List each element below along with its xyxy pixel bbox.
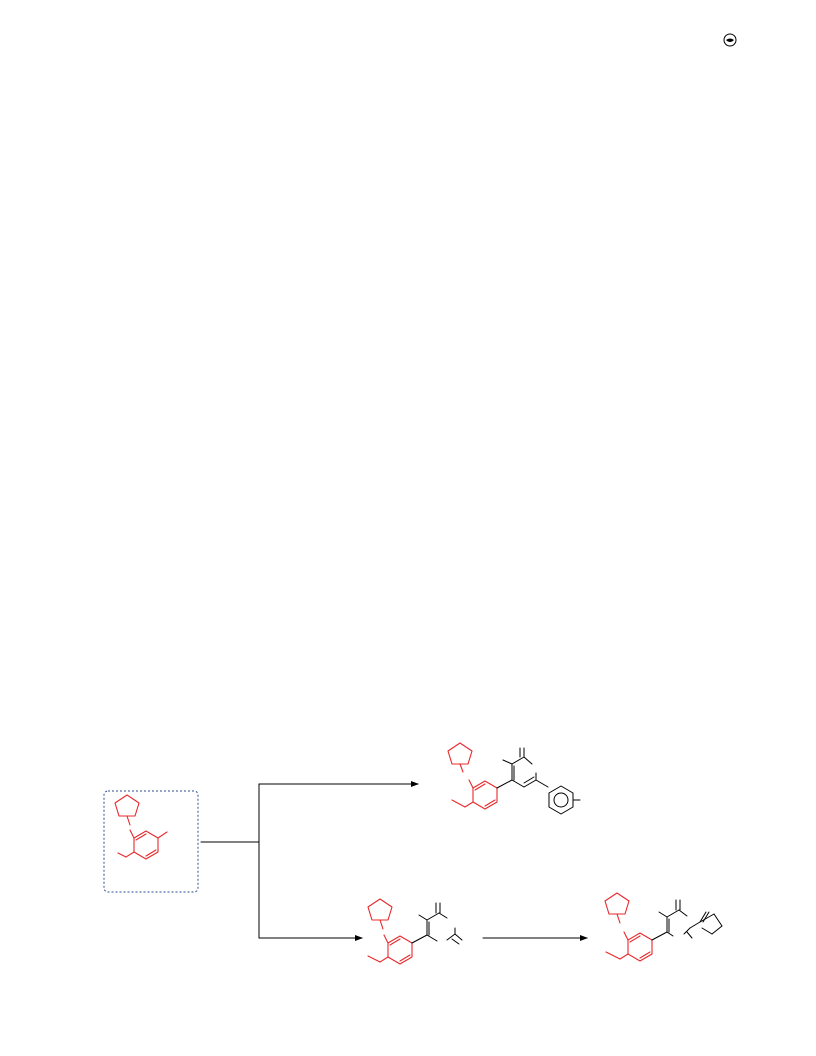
fused-product-structure bbox=[604, 892, 723, 962]
copyright-logo-icon bbox=[723, 33, 737, 47]
starting-material-frame bbox=[103, 790, 199, 893]
top-product-structure bbox=[447, 742, 581, 815]
starting-material-structure bbox=[114, 794, 168, 860]
intermediate-structure bbox=[367, 898, 463, 965]
branch-arrows bbox=[200, 781, 588, 941]
